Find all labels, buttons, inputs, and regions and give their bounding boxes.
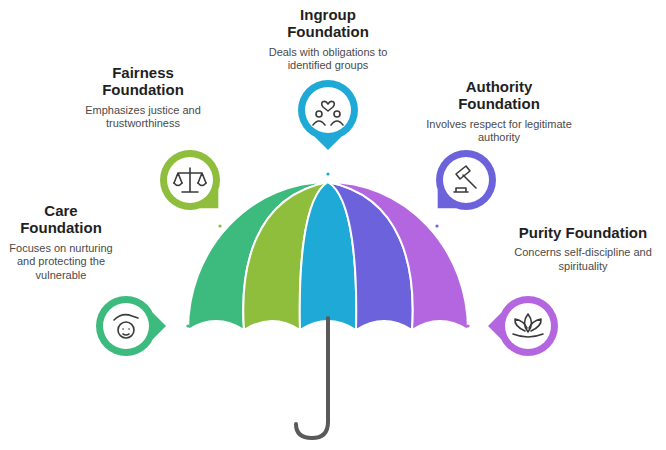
- icon-auth: [454, 166, 476, 192]
- leader-dot: [186, 324, 189, 327]
- foundation-title: Fairness Foundation: [73, 64, 213, 99]
- icon-bubble: [96, 296, 166, 356]
- foundation-title: Care Foundation: [3, 202, 119, 237]
- foundation-label: Purity FoundationConcerns self-disciplin…: [504, 222, 662, 276]
- icon-pure: [513, 314, 543, 337]
- leader-dot: [435, 224, 438, 227]
- umbrella-panel: [328, 182, 468, 330]
- foundation-label: Care FoundationFocuses on nurturing and …: [0, 200, 122, 285]
- foundation-label: Fairness FoundationEmphasizes justice an…: [70, 62, 216, 133]
- icon-bubble: [160, 150, 220, 210]
- icon-fair: [174, 168, 206, 192]
- foundation-description: Concerns self-discipline and spiritualit…: [507, 246, 659, 274]
- umbrella-canopy: [188, 182, 468, 330]
- icon-care: [114, 315, 138, 338]
- leader-dot: [326, 172, 329, 175]
- icon-group: [313, 101, 343, 125]
- foundation-title: Purity Foundation: [507, 224, 659, 241]
- icon-bubble: [298, 80, 358, 150]
- foundation-description: Emphasizes justice and trustworthiness: [73, 104, 213, 132]
- foundation-description: Involves respect for legitimate authorit…: [425, 118, 573, 146]
- foundation-label: Ingroup FoundationDeals with obligations…: [256, 4, 400, 75]
- foundation-label: Authority FoundationInvolves respect for…: [422, 76, 576, 147]
- foundation-description: Deals with obligations to identified gro…: [259, 46, 397, 74]
- foundation-description: Focuses on nurturing and protecting the …: [3, 242, 119, 283]
- leader-dot: [218, 224, 221, 227]
- icon-bubble: [436, 150, 496, 210]
- foundation-title: Authority Foundation: [425, 78, 573, 113]
- leader-dot: [466, 324, 469, 327]
- foundation-title: Ingroup Foundation: [259, 6, 397, 41]
- icon-bubble: [488, 296, 558, 356]
- umbrella-handle: [296, 318, 328, 438]
